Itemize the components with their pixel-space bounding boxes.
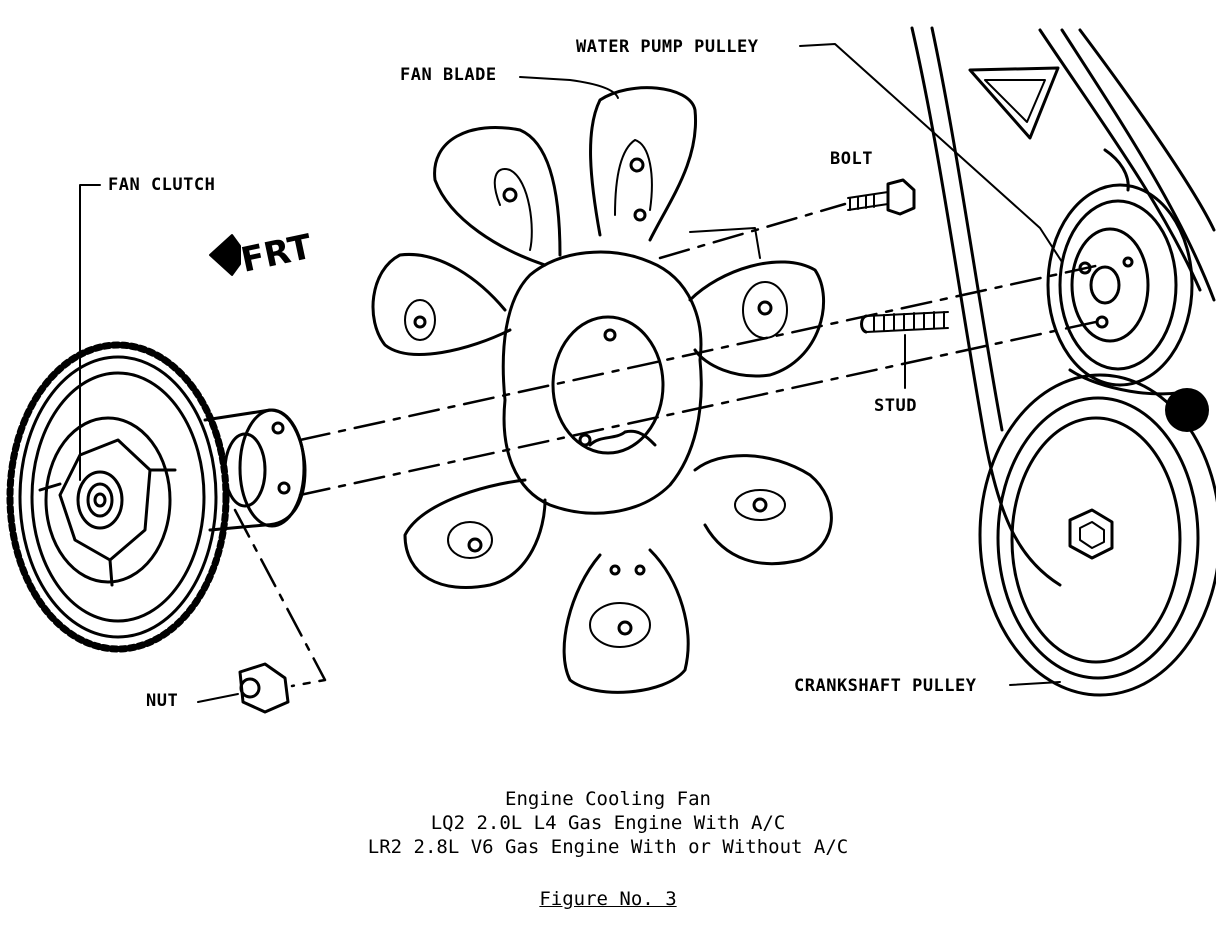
- timing-mark-dot: [1165, 388, 1209, 432]
- water-pump-pulley: [1046, 183, 1194, 387]
- label-water-pump-pulley: WATER PUMP PULLEY: [576, 37, 759, 57]
- caption-line-1: LQ2 2.0L L4 Gas Engine With A/C: [430, 812, 786, 834]
- label-fan-clutch: FAN CLUTCH: [108, 175, 215, 195]
- nut: [238, 662, 290, 714]
- label-front-arrow: FRT: [238, 227, 317, 281]
- label-fan-blade: FAN BLADE: [400, 65, 497, 85]
- figure-number: Figure No. 3: [539, 888, 677, 910]
- leader-lines: [79, 43, 1063, 703]
- assembly-centerlines: [233, 202, 1107, 688]
- fan-blade: [371, 86, 833, 694]
- label-crankshaft-pulley: CRANKSHAFT PULLEY: [794, 676, 977, 696]
- front-arrow-icon: [209, 234, 241, 276]
- label-bolt: BOLT: [830, 149, 873, 169]
- caption-line-2: LR2 2.8L V6 Gas Engine With or Without A…: [367, 836, 849, 858]
- label-stud: STUD: [874, 396, 917, 416]
- label-nut: NUT: [146, 691, 178, 711]
- bolt: [847, 178, 916, 216]
- crankshaft-pulley: [978, 373, 1216, 697]
- fan-clutch: [6, 341, 307, 653]
- caption-title: Engine Cooling Fan: [505, 788, 711, 810]
- engine-belt-assembly: [910, 26, 1216, 587]
